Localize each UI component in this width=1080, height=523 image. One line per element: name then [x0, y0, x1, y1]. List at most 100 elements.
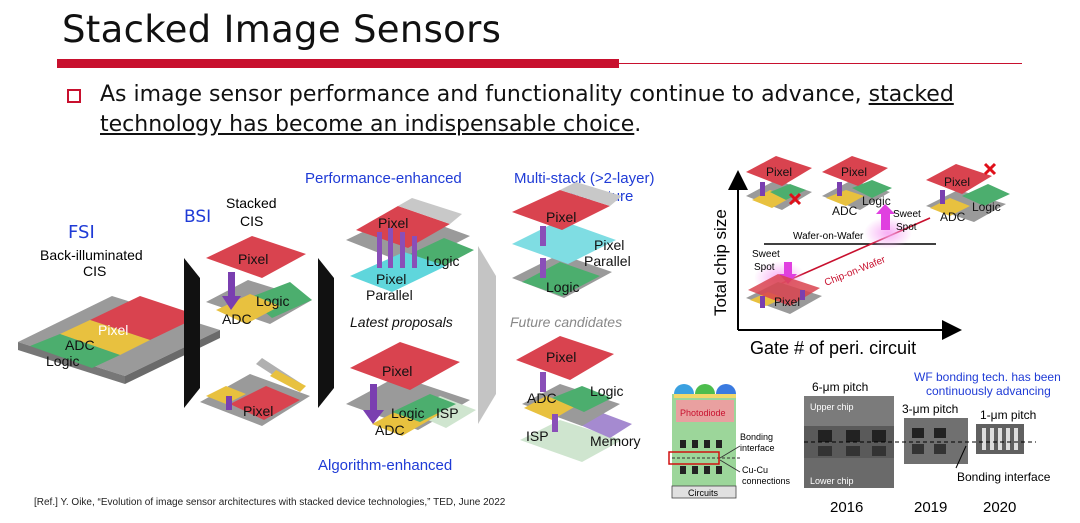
future-isp-label: ISP [526, 428, 549, 444]
back-illuminated-label: Back-illuminated [40, 247, 143, 263]
multi-logic-label: Logic [546, 279, 579, 295]
sweet-spot-arrowhead-right [876, 204, 895, 214]
bsi-stacked-chip [206, 236, 312, 324]
bullet-text-plain: As image sensor performance and function… [100, 82, 869, 107]
back-illuminated-cis-label: CIS [83, 263, 106, 279]
stage-arrow-2 [318, 258, 334, 408]
algo-chip [346, 342, 476, 436]
pitch-6-label: 6-μm pitch [812, 380, 868, 394]
stacked-cis-label-2: CIS [240, 213, 263, 229]
sweet-spot-left-2: Spot [754, 262, 775, 273]
fsi-logic-label: Logic [46, 353, 79, 369]
title-rule [619, 63, 1022, 64]
chart-chip-2 [822, 156, 892, 210]
chart-chip-3-adc: ADC [940, 210, 966, 224]
algo-isp-label: ISP [436, 405, 459, 421]
chart-chip-4-pixel: Pixel [774, 295, 800, 309]
latest-proposals-label: Latest proposals [350, 314, 453, 330]
algo-logic-label: Logic [391, 405, 424, 421]
sem-image-2016 [804, 396, 894, 488]
bullet-text-tail: . [634, 112, 642, 137]
future-adc-label: ADC [527, 390, 557, 406]
chip-on-wafer-label: Chip-on-Wafer [823, 254, 888, 289]
wafer-on-wafer-label: Wafer-on-Wafer [793, 231, 864, 242]
chart-chip-1-x-icon [788, 192, 802, 206]
chart-chip-4 [746, 274, 822, 314]
chart-xlabel: Gate # of peri. circuit [750, 338, 916, 358]
future-pixel-label: Pixel [546, 349, 576, 365]
performance-enhanced-label: Performance-enhanced [305, 170, 462, 187]
future-logic-label: Logic [590, 383, 623, 399]
sweet-spot-right-1: Sweet [893, 209, 921, 220]
year-2020: 2020 [983, 499, 1016, 516]
sem-image-2020 [976, 424, 1024, 454]
algo-adc-label: ADC [375, 422, 405, 438]
reference-text: [Ref.] Y. Oike, “Evolution of image sens… [34, 497, 506, 508]
upper-chip-label: Upper chip [810, 402, 854, 412]
chart-chip-2-logic: Logic [862, 194, 891, 208]
bsi-pixel-label: Pixel [238, 251, 268, 267]
future-memory-label: Memory [590, 433, 641, 449]
bonding-label-2: interface [740, 443, 775, 453]
pitch-3-label: 3-μm pitch [902, 402, 958, 416]
perf-chip [346, 198, 474, 292]
multistack-label-1: Multi-stack (>2-layer) [514, 170, 654, 187]
year-2019: 2019 [914, 499, 947, 516]
sweet-spot-right-2: Spot [896, 222, 917, 233]
bonding-interface-pointer [955, 445, 967, 469]
slide-title: Stacked Image Sensors [62, 8, 502, 51]
bsi-adc-label: ADC [222, 311, 252, 327]
fsi-adc-label: ADC [65, 337, 95, 353]
chart-chip-3-logic: Logic [972, 200, 1001, 214]
sweet-spot-glow-right [864, 217, 912, 249]
pitch-1-label: 1-μm pitch [980, 408, 1036, 422]
bonding-interface-label: Bonding interface [957, 470, 1051, 484]
year-2016: 2016 [830, 499, 863, 516]
wf-note-1: WF bonding tech. has been [914, 370, 1061, 384]
chart-chip-3-pixel: Pixel [944, 175, 970, 189]
chart-chip-3-x-icon [983, 162, 997, 176]
sweet-spot-arrow-left [784, 262, 792, 276]
future-candidates-label: Future candidates [510, 314, 622, 330]
chart-chip-2-adc: ADC [832, 204, 858, 218]
fsi-label: FSI [68, 222, 95, 243]
algo-pixel-label: Pixel [382, 363, 412, 379]
fsi-chip [18, 296, 220, 384]
bsi-logic-label: Logic [256, 293, 289, 309]
multi-pixel-parallel-1: Pixel [594, 237, 624, 253]
multistack-chip [512, 182, 622, 298]
photodiode-label: Photodiode [680, 408, 726, 418]
fsi-pixel-label: Pixel [98, 322, 128, 338]
perf-pixel-parallel-1: Pixel [376, 271, 406, 287]
lower-chip-label: Lower chip [810, 476, 854, 486]
chart-ylabel: Total chip size [711, 209, 730, 316]
chart-chip-1-pixel: Pixel [766, 165, 792, 179]
bsi-lower-pixel-label: Pixel [243, 403, 273, 419]
perf-pixel-parallel-2: Parallel [366, 287, 413, 303]
stacked-cis-label-1: Stacked [226, 195, 277, 211]
bsi-label: BSI [184, 207, 211, 227]
cucu-label-2: connections [742, 476, 791, 486]
chart-chip-3 [926, 164, 1010, 222]
future-chip [516, 336, 632, 462]
perf-logic-label: Logic [426, 253, 459, 269]
circuits-label: Circuits [688, 488, 719, 498]
bsi-lower-chip [200, 358, 310, 426]
sweet-spot-left-1: Sweet [752, 249, 780, 260]
title-accent-bar [57, 59, 619, 68]
algorithm-enhanced-label: Algorithm-enhanced [318, 457, 452, 474]
multi-pixel-label: Pixel [546, 209, 576, 225]
pixel-cross-section [668, 384, 741, 499]
sweet-spot-arrow-right [881, 210, 890, 230]
bullet-text-underlined-2: technology has become an indispensable c… [100, 112, 635, 137]
bullet-square-icon [67, 89, 81, 103]
bullet-line-1: As image sensor performance and function… [100, 82, 954, 107]
stage-arrow-1 [184, 258, 200, 408]
perf-pixel-label: Pixel [378, 215, 408, 231]
chart-chip-1 [746, 156, 812, 210]
bullet-text-underlined-1: stacked [868, 82, 954, 107]
sem-image-2019 [904, 418, 968, 464]
wf-note-2: continuously advancing [926, 384, 1051, 398]
stage-arrow-3 [478, 246, 496, 424]
